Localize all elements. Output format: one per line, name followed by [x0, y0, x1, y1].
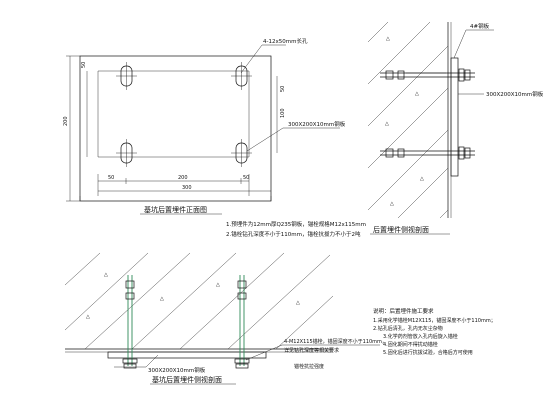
dim-right: 50	[280, 86, 286, 92]
slot-hole-bottom-right	[231, 139, 252, 167]
dim-left-sub: 50	[81, 62, 87, 68]
dim-bottom-total: 300	[182, 185, 192, 191]
bottom-anchor-bolt-left	[122, 275, 138, 369]
bottom-bolt-callout: 4-M12X115锚栓，锚固深度不小于110mm，	[284, 338, 387, 345]
bottom-plate	[107, 351, 267, 359]
spec-note-1: 1.采用化学锚栓M12X115，锚固深度不小于110mm；	[373, 317, 496, 324]
side-top-callout: 4#钢板	[470, 22, 490, 30]
dim-bottom-left: 50	[108, 175, 114, 181]
dim-bottom-middle: 200	[178, 175, 188, 181]
slot-hole-top-right	[231, 62, 252, 90]
side-anchor-bolt-lower	[380, 146, 475, 160]
note-line-1: 1.预埋件为12mm厚Q235钢板，锚栓规格M12x115mm	[226, 220, 366, 228]
bottom-plate-callout: 300X200X10mm钢板	[148, 366, 206, 374]
svg-text:△: △	[385, 121, 389, 127]
spec-note-2: 2.钻孔后清孔，孔内无灰尘杂物	[373, 325, 443, 332]
front-plate-callout: 300X200X10mm钢板	[288, 120, 346, 128]
svg-text:△: △	[104, 272, 108, 278]
bottom-view: △ △ △ △ △ 300X200X10mm钢板 4-M	[64, 252, 387, 385]
bottom-view-title: 基坑后置埋件侧视剖面	[152, 375, 222, 384]
svg-text:△: △	[216, 282, 220, 288]
svg-text:△: △	[420, 176, 424, 182]
slot-hole-callout: 4-12x50mm长孔	[263, 37, 308, 45]
bottom-bolt-callout-2: 详见钻孔深度等相关要求	[284, 347, 339, 354]
svg-text:△: △	[386, 36, 390, 42]
side-view-title: 后置埋件侧视剖面	[373, 225, 429, 234]
spec-note-4: 4.固化期间不得扰动锚栓	[383, 341, 438, 348]
svg-text:△: △	[86, 314, 90, 320]
spec-note-5: 5.固化后进行抗拔试验，合格后方可使用	[383, 349, 473, 356]
svg-text:△: △	[415, 91, 419, 97]
dim-bottom-right: 50	[243, 175, 249, 181]
side-plate	[450, 57, 459, 177]
svg-text:△: △	[160, 296, 164, 302]
svg-text:△: △	[296, 300, 300, 306]
spec-note-3: 3.化学药剂管放入孔内后旋入锚栓	[383, 333, 458, 340]
spec-notes-title: 说明：后置埋件施工要求	[373, 307, 434, 315]
note-line-2: 2.锚栓钻孔深度不小于110mm，锚栓抗拔力不小于2吨	[226, 230, 361, 238]
side-anchor-bolt-upper	[380, 68, 475, 82]
side-plate-callout: 300X200X10mm钢板	[486, 90, 544, 98]
spec-notes: 说明：后置埋件施工要求 1.采用化学锚栓M12X115，锚固深度不小于110mm…	[373, 307, 496, 356]
front-view-title: 基坑后置埋件正面图	[144, 205, 207, 214]
slot-hole-bottom-left	[116, 139, 137, 167]
side-view: △ △ △ △ △ 4#钢板 300X20	[367, 21, 544, 235]
dim-left-total: 200	[63, 116, 69, 126]
bottom-anchor-bolt-right	[234, 275, 250, 369]
front-plate-outline	[79, 55, 272, 202]
dim-right-mid: 100	[280, 108, 286, 118]
front-view: 4-12x50mm长孔 300X200X10mm钢板 50 200 50 300…	[63, 37, 366, 238]
bottom-bolt-callout-3: 锚栓抗拉强度	[294, 363, 324, 370]
slot-hole-top-left	[116, 62, 137, 90]
svg-text:△: △	[390, 201, 394, 207]
